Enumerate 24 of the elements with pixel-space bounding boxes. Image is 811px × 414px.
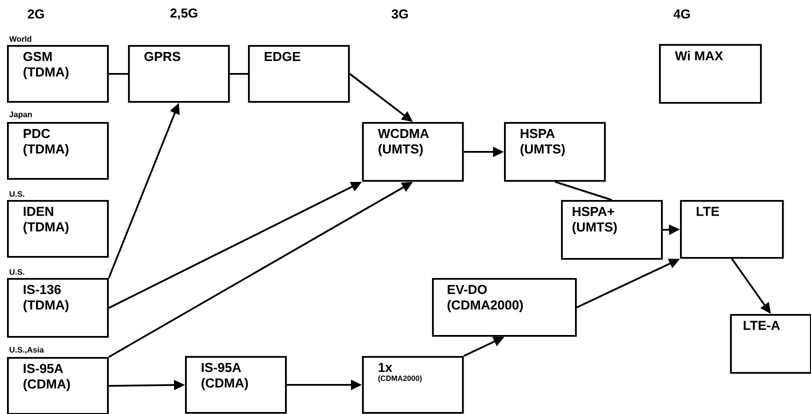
region-label: Japan	[9, 112, 32, 119]
generation-heading: 4G	[674, 9, 690, 19]
region-label: U.S.	[10, 191, 24, 197]
process-box: LTE-A	[730, 314, 811, 374]
process-box: IS-136 (TDMA)	[7, 278, 109, 338]
process-box: IS-95A (CDMA)	[7, 356, 109, 414]
process-box: Wi MAX	[659, 44, 762, 104]
process-box: IDEN (TDMA)	[7, 200, 109, 258]
generation-heading: 2,5G	[170, 8, 198, 20]
process-box: GPRS	[128, 45, 230, 103]
process-box: PDC (TDMA)	[7, 122, 109, 180]
process-box: IS-95A (CDMA)	[185, 356, 287, 414]
generation-heading: 3G	[392, 9, 408, 19]
region-label: World	[9, 36, 32, 42]
region-label: U.S.	[10, 269, 24, 275]
process-box: EV-DO (CDMA2000)	[432, 278, 577, 337]
region-label: U.S.,Asia	[10, 346, 44, 354]
process-box: EDGE	[248, 45, 350, 103]
generation-heading: 2G	[28, 9, 44, 19]
process-box: LTE	[680, 200, 784, 259]
process-box: HSPA+ (UMTS)	[561, 200, 663, 260]
process-box: HSPA (UMTS)	[504, 122, 606, 182]
process-box: GSM (TDMA)	[7, 45, 109, 103]
process-box: WCDMA (UMTS)	[362, 122, 464, 182]
